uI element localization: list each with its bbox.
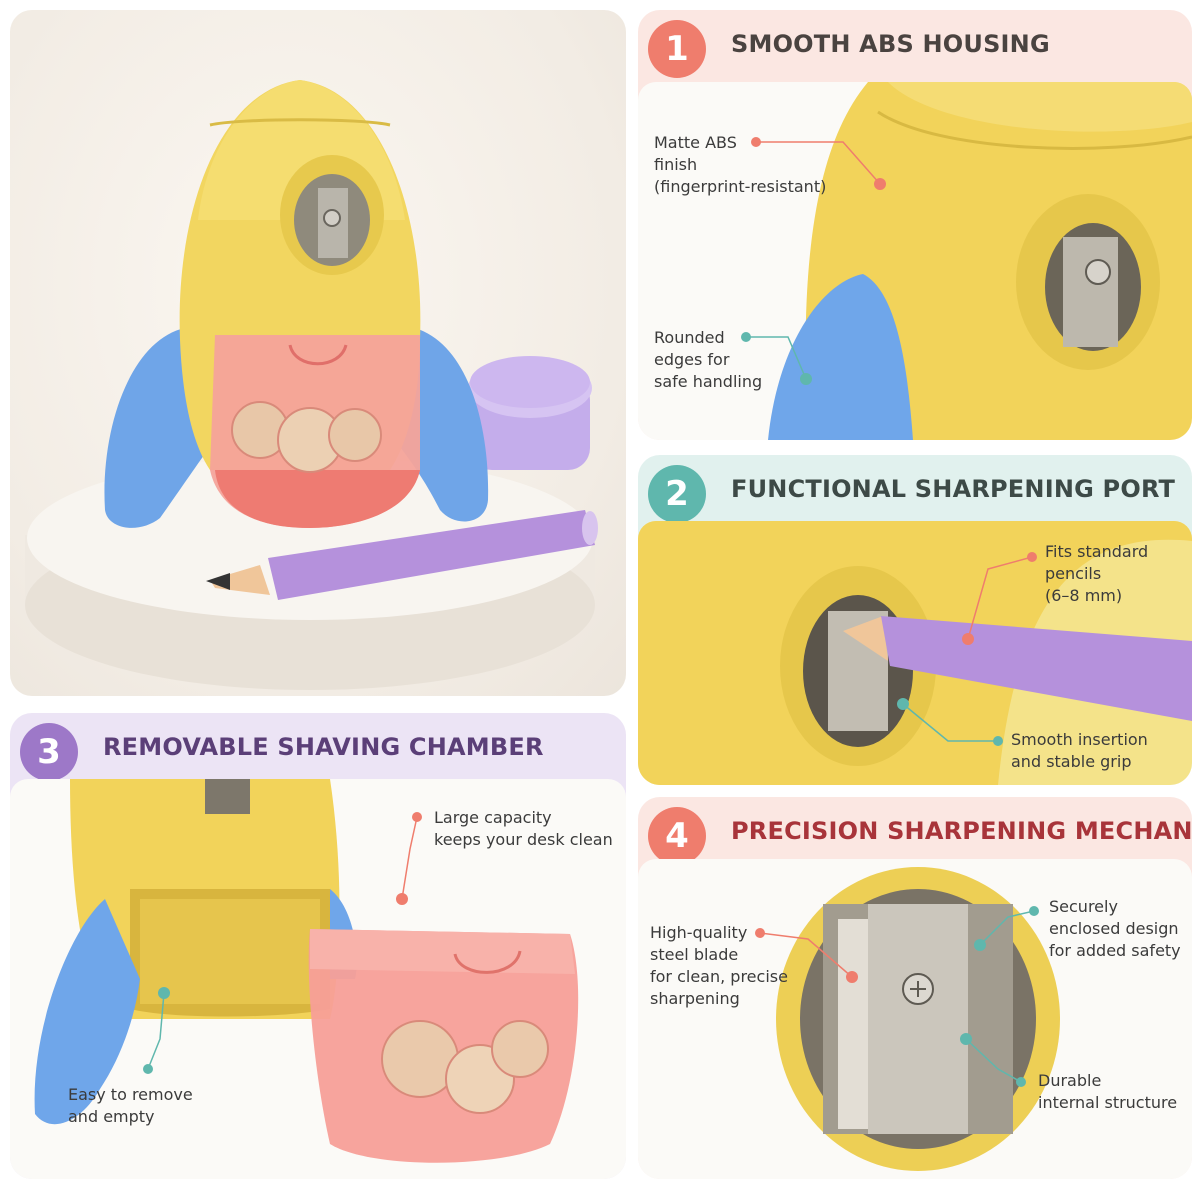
- callout-smooth-insertion: Smooth insertion and stable grip: [1011, 730, 1148, 771]
- section-photo: Matte ABS finish (fingerprint-resistant)…: [638, 82, 1192, 440]
- section-title: REMOVABLE SHAVING CHAMBER: [103, 733, 544, 761]
- section-title: PRECISION SHARPENING MECHANISM: [731, 817, 1192, 845]
- callout-easy-to-remove: Easy to remove and empty: [68, 1085, 193, 1126]
- section-header: 2 FUNCTIONAL SHARPENING PORT: [638, 455, 1192, 525]
- shaving-chamber-illustration: [34, 779, 579, 1163]
- section-header: 4 PRECISION SHARPENING MECHANISM: [638, 797, 1192, 867]
- section-removable-shaving-chamber: 3 REMOVABLE SHAVING CHAMBER Large capaci: [10, 713, 626, 1179]
- mechanism-closeup-illustration: [776, 867, 1060, 1171]
- housing-closeup-illustration: [768, 82, 1192, 440]
- section-number-badge: 3: [20, 723, 78, 781]
- callout-matte-finish: Matte ABS finish (fingerprint-resistant): [654, 133, 827, 196]
- callout-fits-standard-pencils: Fits standard pencils (6–8 mm): [1045, 542, 1149, 605]
- callout-leader-lines: [741, 137, 886, 385]
- callout-large-capacity: Large capacity keeps your desk clean: [434, 808, 613, 849]
- section-photo: Large capacity keeps your desk clean Eas…: [10, 779, 626, 1179]
- section-photo: Fits standard pencils (6–8 mm) Smooth in…: [638, 521, 1192, 785]
- section-header: 3 REMOVABLE SHAVING CHAMBER: [10, 713, 626, 783]
- section-number-badge: 4: [648, 807, 706, 865]
- section-precision-sharpening-mechanism: 4 PRECISION SHARPENING MECHANISM High-qu…: [638, 797, 1192, 1179]
- callout-leader-lines: [755, 906, 1039, 1087]
- callout-leader-lines: [897, 552, 1037, 746]
- sharpening-port-illustration: [638, 521, 1192, 785]
- rocket-sharpener-illustration: [25, 80, 598, 690]
- hero-product-photo: [10, 10, 626, 696]
- callout-durable-structure: Durable internal structure: [1038, 1071, 1178, 1112]
- section-number-badge: 2: [648, 465, 706, 523]
- callout-leader-lines: [143, 812, 422, 1074]
- callout-enclosed-design: Securely enclosed design for added safet…: [1049, 897, 1181, 960]
- section-photo: High-quality steel blade for clean, prec…: [638, 859, 1192, 1179]
- section-functional-sharpening-port: 2 FUNCTIONAL SHARPENING PORT Fits standa…: [638, 455, 1192, 785]
- section-number-badge: 1: [648, 20, 706, 78]
- section-header: 1 SMOOTH ABS HOUSING: [638, 10, 1192, 80]
- section-title: FUNCTIONAL SHARPENING PORT: [731, 475, 1176, 503]
- section-title: SMOOTH ABS HOUSING: [731, 30, 1050, 58]
- callout-steel-blade: High-quality steel blade for clean, prec…: [650, 923, 788, 1008]
- callout-rounded-edges: Rounded edges for safe handling: [654, 328, 763, 391]
- section-smooth-abs-housing: 1 SMOOTH ABS HOUSING Matte ABS finish (f…: [638, 10, 1192, 440]
